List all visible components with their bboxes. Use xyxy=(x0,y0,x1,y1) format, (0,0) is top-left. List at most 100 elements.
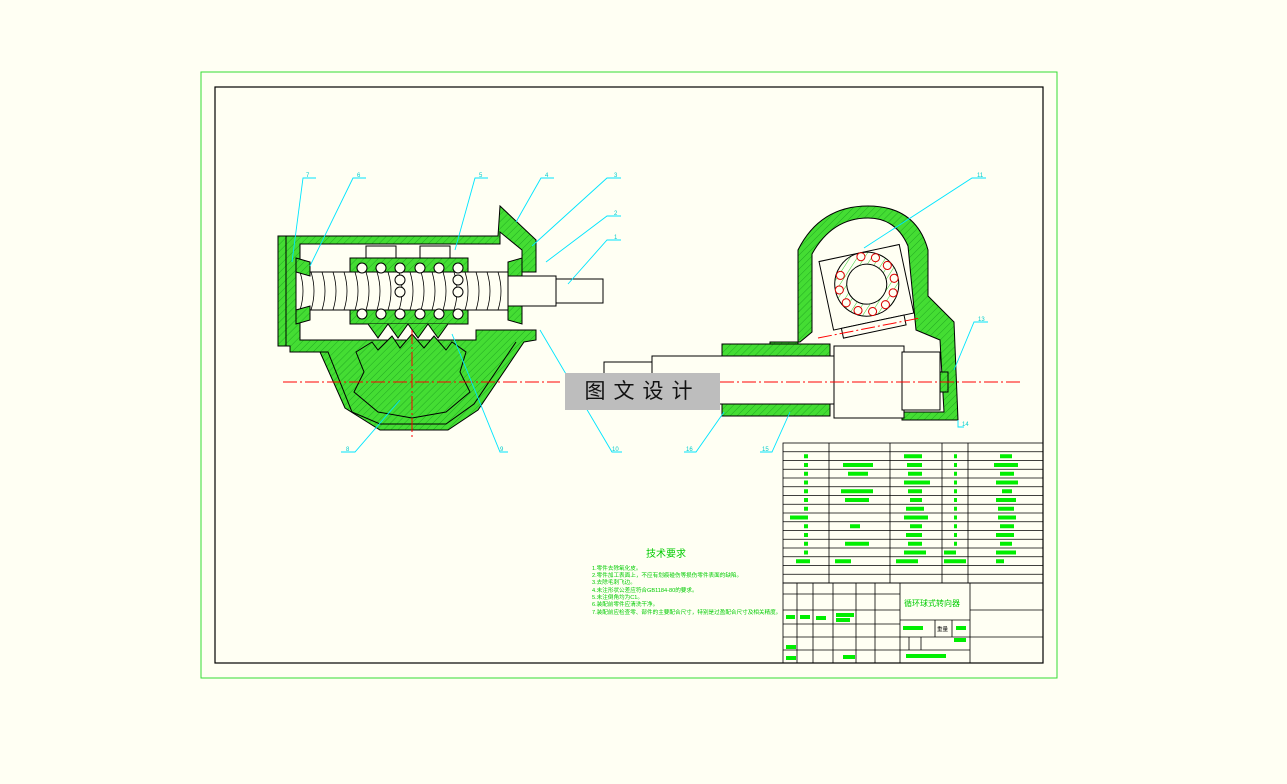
parts-list-cell xyxy=(804,463,808,467)
parts-list-cell xyxy=(996,559,1004,564)
parts-list-cell xyxy=(907,463,922,467)
parts-list-cell xyxy=(796,559,810,564)
parts-list-cell xyxy=(804,524,808,529)
parts-list-cell xyxy=(804,498,808,502)
parts-list-cell xyxy=(954,533,957,537)
parts-list-cell xyxy=(904,480,930,485)
parts-list-cell xyxy=(904,515,928,520)
parts-list-cell xyxy=(845,498,869,502)
balloon-15: 15 xyxy=(762,447,769,453)
parts-list-cell xyxy=(954,471,957,476)
parts-list-cell xyxy=(996,480,1018,485)
parts-list-cell xyxy=(804,541,808,546)
balloon-7: 7 xyxy=(306,173,310,179)
tech-req-line: 2.零件加工表面上，不应有划痕碰伤等损伤零件表面的缺陷。 xyxy=(592,571,742,579)
parts-list-cell xyxy=(843,463,873,467)
parts-list-cell xyxy=(804,489,808,494)
parts-list-cell xyxy=(835,559,851,564)
weight-label: 重量 xyxy=(937,625,949,633)
tech-req-line: 7.装配前应检查零、部件的主要配合尺寸，特别是过盈配合尺寸及相关精度。 xyxy=(592,608,781,616)
parts-list-cell xyxy=(906,533,922,537)
parts-list-cell xyxy=(954,524,957,529)
parts-list-cell xyxy=(908,489,922,494)
technical-requirements: 技术要求 1.零件去除氧化皮。 2.零件加工表面上，不应有划痕碰伤等损伤零件表面… xyxy=(592,547,781,616)
input-shaft-end xyxy=(555,278,604,304)
ball-nut-bottom xyxy=(349,309,469,325)
parts-list-cell xyxy=(998,515,1016,520)
parts-list-cell xyxy=(954,541,957,546)
tech-req-line: 4.未注形状公差应符合GB1184-80的要求。 xyxy=(592,586,698,594)
balloon-5: 5 xyxy=(479,173,483,179)
parts-list-cell xyxy=(910,524,922,529)
balloon-16: 16 xyxy=(686,447,693,453)
balloon-6: 6 xyxy=(357,173,361,179)
left-end-cap xyxy=(277,235,287,347)
parts-list-cell xyxy=(954,498,957,502)
parts-list-cell xyxy=(944,550,956,555)
parts-list-cell xyxy=(954,515,957,520)
title-block xyxy=(782,582,1044,664)
balloon-14: 14 xyxy=(962,422,969,428)
tech-req-heading: 技术要求 xyxy=(646,547,686,560)
parts-list-cell xyxy=(954,480,957,485)
leader-lines xyxy=(291,177,988,453)
parts-list-cell xyxy=(896,559,918,564)
parts-list-cell xyxy=(954,506,957,511)
balloon-2: 2 xyxy=(614,211,618,217)
outer-border xyxy=(200,71,1058,679)
inner-frame xyxy=(214,86,1044,664)
balloon-3: 3 xyxy=(614,173,618,179)
parts-list-cell xyxy=(908,541,922,546)
parts-list-cell xyxy=(954,454,957,459)
drawing-name: 循环球式转向器 xyxy=(904,598,960,608)
left-section-view xyxy=(277,204,604,440)
parts-list-cell xyxy=(1000,471,1014,476)
parts-list-cell xyxy=(1000,541,1012,546)
parts-list-cell xyxy=(804,533,808,537)
balloon-4: 4 xyxy=(545,173,549,179)
balloon-13: 13 xyxy=(978,317,985,323)
parts-list-cell xyxy=(1000,524,1014,529)
parts-list-cell xyxy=(804,550,808,555)
steel-balls xyxy=(356,262,464,320)
tech-req-line: 1.零件去除氧化皮。 xyxy=(592,564,641,572)
parts-list-cell xyxy=(906,506,924,511)
parts-list-cell xyxy=(850,524,860,529)
parts-list-cell xyxy=(908,471,922,476)
balloon-1: 1 xyxy=(614,235,618,241)
balloon-8: 8 xyxy=(346,447,350,453)
parts-list-cell xyxy=(998,506,1014,511)
parts-list-cell xyxy=(1002,489,1012,494)
balloon-11: 11 xyxy=(977,173,984,179)
parts-list-cell xyxy=(841,489,873,494)
tech-req-line: 3.去除毛刺飞边。 xyxy=(592,578,636,586)
parts-list-cell xyxy=(944,559,966,564)
watermark: 图文设计 xyxy=(565,373,720,410)
ring-balls xyxy=(834,252,899,317)
parts-list-cell xyxy=(790,515,808,520)
parts-list-cell xyxy=(845,541,869,546)
parts-list-cell xyxy=(904,550,926,555)
parts-list-cell xyxy=(804,506,808,511)
parts-list-cell xyxy=(804,471,808,476)
balloon-10: 10 xyxy=(612,447,619,453)
parts-list-cell xyxy=(1000,454,1012,459)
parts-list-cell xyxy=(996,498,1016,502)
parts-list-cell xyxy=(996,533,1014,537)
parts-list-cell xyxy=(996,550,1016,555)
parts-list-cell xyxy=(804,454,808,459)
right-housing xyxy=(721,205,959,421)
parts-list-cell xyxy=(994,463,1018,467)
balloon-labels: 7 6 5 4 3 2 1 11 8 9 10 16 15 14 13 xyxy=(306,173,985,453)
parts-list-cell xyxy=(910,498,922,502)
parts-list-cell xyxy=(954,489,957,494)
parts-list-cell xyxy=(804,480,808,485)
ball-nut-top xyxy=(349,257,469,273)
balloon-9: 9 xyxy=(500,447,504,453)
parts-list-cell xyxy=(954,463,957,467)
tech-req-line: 5.未注倒角均为C1。 xyxy=(592,593,643,601)
parts-list-cell xyxy=(904,454,922,459)
title-block-fills xyxy=(786,613,966,660)
parts-list xyxy=(782,442,1044,584)
tech-req-line: 6.装配前零件应清洗干净。 xyxy=(592,600,658,608)
